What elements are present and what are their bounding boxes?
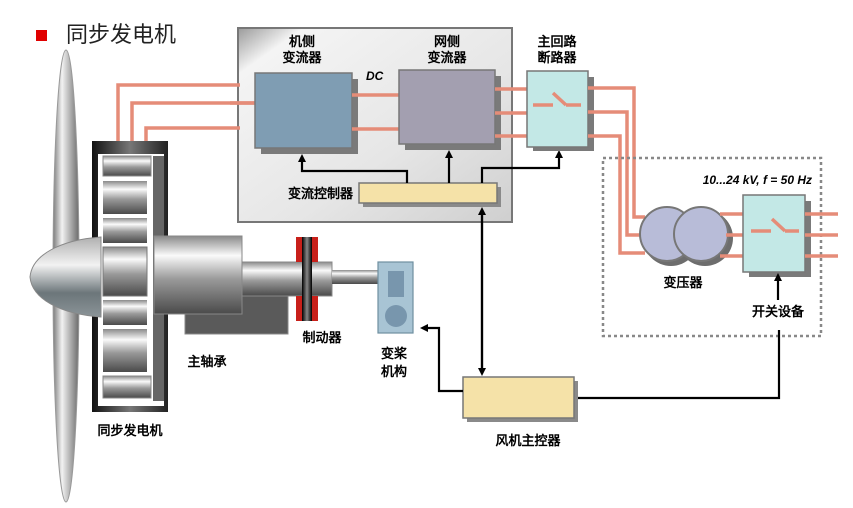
svg-text:DC: DC <box>366 69 384 83</box>
controller-switchgear-line <box>578 330 781 400</box>
svg-text:10...24 kV, f = 50 Hz: 10...24 kV, f = 50 Hz <box>703 173 812 187</box>
svg-text:风机主控器: 风机主控器 <box>495 433 561 449</box>
bullet-icon <box>36 30 47 41</box>
svg-text:变流器: 变流器 <box>427 50 467 66</box>
pitch-mechanism: 变桨 机构 <box>377 261 414 380</box>
controller-signals <box>298 150 563 183</box>
main-circuit-breaker: 主回路 断路器 <box>526 34 594 151</box>
svg-text:变流器: 变流器 <box>282 50 322 66</box>
synchronous-generator <box>92 141 168 412</box>
converter-breaker-lines <box>495 87 527 138</box>
brake: 制动器 <box>296 237 342 346</box>
svg-text:机侧: 机侧 <box>289 34 315 50</box>
machine-side-converter: 机侧 变流器 <box>254 34 358 154</box>
main-shaft <box>241 261 378 297</box>
grid-connection-area: 10...24 kV, f = 50 Hz <box>601 156 823 338</box>
svg-text:变压器: 变压器 <box>663 275 703 291</box>
svg-text:主轴承: 主轴承 <box>187 354 226 370</box>
rotor-hub <box>29 236 102 318</box>
svg-text:机构: 机构 <box>381 364 407 380</box>
converter-controller: 变流控制器 <box>288 182 501 207</box>
generator-label: 同步发电机 <box>97 423 162 439</box>
dc-link: DC <box>352 69 400 131</box>
main-bearing: 主轴承 <box>153 235 289 370</box>
svg-text:主回路: 主回路 <box>537 34 577 50</box>
svg-text:变桨: 变桨 <box>381 346 408 362</box>
svg-text:变流控制器: 变流控制器 <box>288 186 354 202</box>
pitch-control-signal <box>420 324 463 393</box>
grid-side-converter: 网侧 变流器 <box>398 34 501 150</box>
svg-text:制动器: 制动器 <box>302 330 342 346</box>
svg-text:断路器: 断路器 <box>537 50 577 66</box>
svg-text:开关设备: 开关设备 <box>752 304 805 320</box>
switchgear: 开关设备 <box>742 194 838 320</box>
transformer: 变压器 <box>639 206 733 291</box>
breaker-transformer-lines <box>588 86 645 255</box>
turbine-main-controller: 风机主控器 <box>462 376 578 449</box>
slide-title: 同步发电机 <box>66 23 176 48</box>
svg-text:网侧: 网侧 <box>434 34 460 50</box>
transformer-switchgear-lines <box>720 212 744 258</box>
